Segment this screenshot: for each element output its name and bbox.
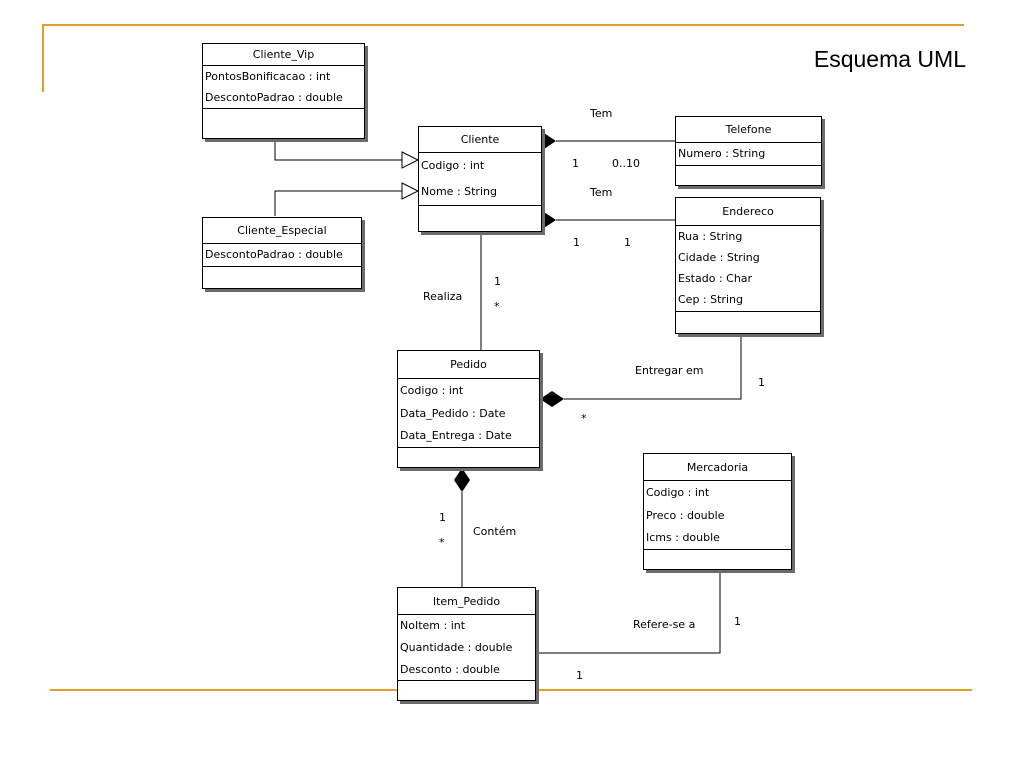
class-item-pedido[interactable]: Item_Pedido NoItem : int Quantidade : do… (397, 587, 536, 701)
class-operations (203, 109, 364, 137)
assoc-line-refere (536, 569, 721, 654)
class-operations (203, 267, 361, 289)
attribute: Preco : double (646, 509, 725, 522)
assoc-label-entregar-em: Entregar em (635, 364, 704, 377)
class-name: Cliente_Vip (203, 44, 364, 66)
multiplicity-label: * (439, 536, 445, 549)
multiplicity-label: 1 (572, 157, 579, 170)
class-attributes: Codigo : int Nome : String (419, 153, 541, 206)
attribute: DescontoPadrao : double (205, 248, 343, 261)
assoc-label-tem-endereco: Tem (590, 186, 613, 199)
attribute: Quantidade : double (400, 641, 513, 654)
attribute: Codigo : int (646, 486, 710, 499)
assoc-label-tem-telefone: Tem (590, 107, 613, 120)
class-attributes: Rua : String Cidade : String Estado : Ch… (676, 226, 820, 312)
multiplicity-label: * (581, 412, 587, 425)
class-attributes: DescontoPadrao : double (203, 244, 361, 267)
attribute: Data_Pedido : Date (400, 407, 506, 420)
class-name: Cliente (419, 127, 541, 153)
inheritance-arrow-especial (401, 182, 420, 200)
class-cliente[interactable]: Cliente Codigo : int Nome : String (418, 126, 542, 232)
attribute: Cep : String (678, 293, 743, 306)
class-attributes: Numero : String (676, 143, 821, 166)
attribute: Cidade : String (678, 251, 760, 264)
attribute: Data_Entrega : Date (400, 429, 512, 442)
attribute: NoItem : int (400, 619, 466, 632)
multiplicity-label: * (494, 300, 500, 313)
multiplicity-label: 1 (734, 615, 741, 628)
class-operations (676, 166, 821, 186)
multiplicity-label: 1 (439, 511, 446, 524)
class-telefone[interactable]: Telefone Numero : String (675, 116, 822, 186)
class-operations (398, 681, 535, 699)
class-pedido[interactable]: Pedido Codigo : int Data_Pedido : Date D… (397, 350, 540, 468)
attribute: Rua : String (678, 230, 743, 243)
assoc-label-realiza: Realiza (423, 290, 463, 303)
class-operations (419, 206, 541, 230)
class-attributes: Codigo : int Data_Pedido : Date Data_Ent… (398, 379, 539, 448)
multiplicity-label: 1 (494, 275, 501, 288)
multiplicity-label: 1 (624, 236, 631, 249)
assoc-line-entregar (564, 333, 742, 400)
attribute: Codigo : int (400, 384, 464, 397)
class-attributes: Codigo : int Preco : double Icms : doubl… (644, 481, 791, 550)
assoc-label-contem: Contém (473, 525, 517, 538)
class-operations (398, 448, 539, 468)
multiplicity-label: 1 (576, 669, 583, 682)
multiplicity-label: 0..10 (612, 157, 640, 170)
composition-diamond-contem (454, 468, 470, 492)
left-frame-line (42, 24, 44, 92)
class-operations (644, 550, 791, 570)
class-endereco[interactable]: Endereco Rua : String Cidade : String Es… (675, 197, 821, 334)
attribute: Icms : double (646, 531, 720, 544)
inheritance-line-especial (274, 190, 402, 216)
attribute: Nome : String (421, 185, 497, 198)
top-frame-line (42, 24, 964, 26)
attribute: Codigo : int (421, 159, 485, 172)
class-name: Endereco (676, 198, 820, 226)
multiplicity-label: 1 (573, 236, 580, 249)
class-operations (676, 312, 820, 333)
class-mercadoria[interactable]: Mercadoria Codigo : int Preco : double I… (643, 453, 792, 570)
attribute: Numero : String (678, 147, 766, 160)
composition-diamond-entregar (540, 391, 564, 407)
attribute: Estado : Char (678, 272, 753, 285)
attribute: Desconto : double (400, 663, 500, 676)
multiplicity-label: 1 (758, 376, 765, 389)
class-name: Item_Pedido (398, 588, 535, 615)
inheritance-arrow-vip (401, 151, 420, 169)
class-name: Cliente_Especial (203, 218, 361, 244)
class-name: Pedido (398, 351, 539, 379)
slide-title: Esquema UML (813, 46, 966, 72)
class-cliente-especial[interactable]: Cliente_Especial DescontoPadrao : double (202, 217, 362, 289)
attribute: PontosBonificacao : int (205, 70, 331, 83)
attribute: DescontoPadrao : double (205, 91, 343, 104)
class-cliente-vip[interactable]: Cliente_Vip PontosBonificacao : int Desc… (202, 43, 365, 139)
class-name: Telefone (676, 117, 821, 143)
class-attributes: PontosBonificacao : int DescontoPadrao :… (203, 66, 364, 109)
class-attributes: NoItem : int Quantidade : double Descont… (398, 615, 535, 681)
class-name: Mercadoria (644, 454, 791, 481)
assoc-label-refere-se-a: Refere-se a (633, 618, 696, 631)
inheritance-line-vip (274, 138, 402, 161)
